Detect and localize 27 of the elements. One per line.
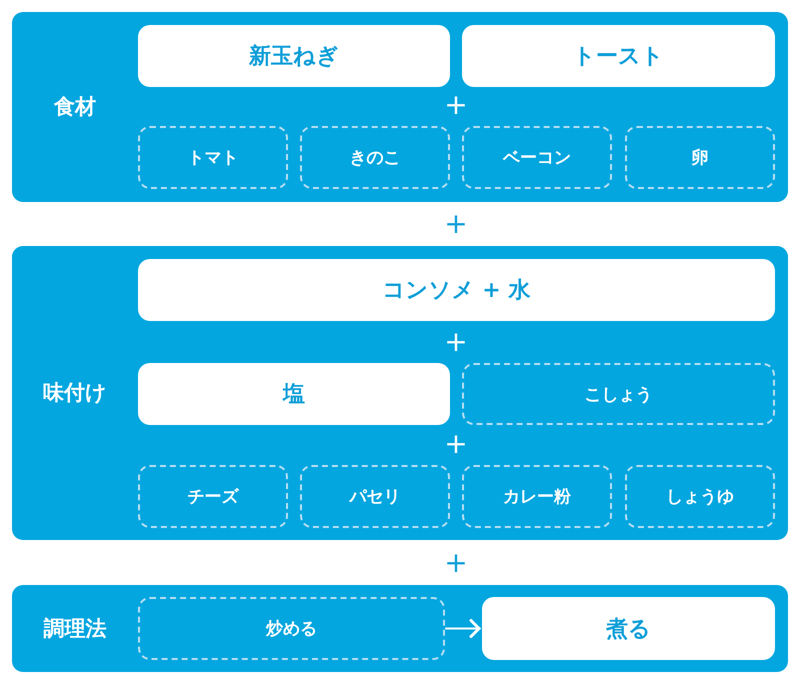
dashed-ingredient-card: ベーコン bbox=[462, 126, 612, 189]
dashed-ingredient-card: しょうゆ bbox=[625, 465, 775, 528]
category-panel bbox=[12, 585, 788, 672]
plus-sign: + bbox=[444, 328, 468, 356]
plus-sign: + bbox=[444, 91, 468, 119]
plus-sign: + bbox=[444, 210, 468, 238]
dashed-ingredient-card: こしょう bbox=[462, 363, 775, 425]
category-label: 食材 bbox=[54, 94, 96, 120]
dashed-ingredient-card: カレー粉 bbox=[462, 465, 612, 528]
dashed-ingredient-card: トマト bbox=[138, 126, 288, 189]
dashed-ingredient-card: きのこ bbox=[300, 126, 450, 189]
plus-sign: + bbox=[444, 430, 468, 458]
category-panel bbox=[12, 12, 788, 202]
arrow bbox=[445, 619, 481, 638]
category-label: 調理法 bbox=[44, 616, 106, 642]
dashed-ingredient-card: 炒める bbox=[138, 597, 445, 660]
ingredient-card: 新玉ねぎ bbox=[138, 25, 450, 87]
ingredient-card: 煮る bbox=[482, 597, 775, 660]
plus-sign: + bbox=[444, 549, 468, 577]
dashed-ingredient-card: 卵 bbox=[625, 126, 775, 189]
category-panel bbox=[12, 246, 788, 540]
category-label: 味付け bbox=[43, 380, 107, 406]
ingredient-card: 塩 bbox=[138, 363, 450, 425]
ingredient-card: コンソメ + 水 bbox=[138, 259, 775, 321]
dashed-ingredient-card: チーズ bbox=[138, 465, 288, 528]
ingredient-card: トースト bbox=[462, 25, 775, 87]
dashed-ingredient-card: パセリ bbox=[300, 465, 450, 528]
